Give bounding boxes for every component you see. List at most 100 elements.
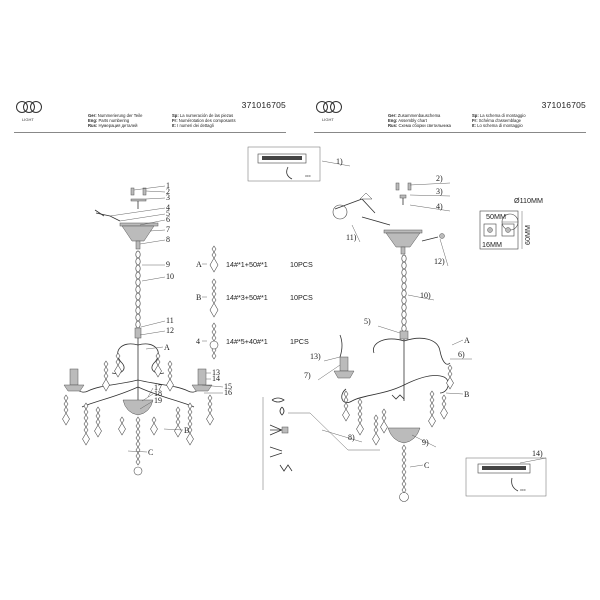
svg-text:LIGHT: LIGHT: [22, 117, 34, 122]
svg-text:OFF: OFF: [305, 174, 311, 178]
crystal-bead: [135, 440, 141, 448]
legend-text: I numeri dei dettagli: [175, 123, 214, 129]
assembly-body: [333, 330, 451, 444]
legend-text: Parts numbering: [97, 118, 130, 124]
crystal-ball: [209, 340, 219, 350]
callout-8: 8): [348, 433, 355, 442]
top-hardware: [94, 187, 159, 250]
leader-line: [139, 239, 166, 245]
crystal-bead: [211, 278, 217, 286]
legend-entry: Rus: Нумерация деталей: [88, 123, 170, 128]
leader-line: [163, 428, 184, 431]
leader-line: [140, 320, 166, 328]
legend-text: Numérotation des composants: [177, 118, 236, 124]
product-code: 371016705: [241, 100, 286, 110]
crystal-bead: [211, 334, 217, 342]
leader-line: [439, 238, 449, 267]
chain-link: [135, 313, 141, 322]
callout-12: 12: [166, 326, 174, 335]
crystal-bead: [135, 434, 141, 442]
crystal-bead: [401, 480, 407, 488]
crystal-bead: [429, 396, 435, 404]
leader-line: [409, 464, 424, 468]
crystal-bead: [135, 452, 141, 460]
crystal-bead: [151, 416, 157, 424]
crystal-bead: [429, 390, 435, 398]
crystal-bead: [447, 370, 453, 378]
dim-diameter: Ø110MM: [514, 196, 543, 205]
chain-link: [401, 289, 407, 298]
callout-12: 12): [434, 257, 445, 266]
part-id-A: A: [196, 260, 202, 269]
crystal-bead: [401, 444, 407, 452]
leader-line: [145, 197, 166, 200]
callout-4: 4): [436, 202, 443, 211]
inset-ceiling-connector: OFF: [247, 146, 321, 182]
crystal-drop: [102, 378, 110, 392]
callout-10: 10: [166, 272, 174, 281]
crystal-bead: [429, 408, 435, 416]
crystal-drop: [380, 420, 388, 434]
legend-text: Zusammenbauschema: [396, 113, 441, 118]
legend-entry: Ger: Zusammenbauschema: [388, 113, 470, 118]
crystal-bead: [175, 406, 181, 414]
part-qty: 1PCS: [290, 337, 309, 346]
crystal-drop: [356, 422, 364, 436]
chain-link: [135, 264, 141, 273]
crystal-bead: [83, 420, 89, 428]
crystal-bead: [211, 328, 217, 336]
chain-link: [401, 296, 407, 305]
crystal-bead: [135, 446, 141, 454]
letter-B: B: [464, 390, 469, 399]
crystal-bead: [211, 251, 217, 259]
crystal-bead: [103, 366, 109, 374]
crystal-bead: [103, 372, 109, 380]
crystal-bead: [135, 458, 141, 466]
inset-terminal-block: OFF: [465, 457, 547, 497]
legend-lang: Ger:: [88, 113, 97, 118]
leader-line: [149, 229, 166, 232]
crystal-bead: [95, 418, 101, 426]
crystal-bead: [401, 450, 407, 458]
crystal-bead: [357, 410, 363, 418]
callout-14: 14: [212, 374, 220, 383]
letter-A: A: [164, 343, 170, 352]
crystal-bead: [207, 400, 213, 408]
part-spec: 14#*5+40#*1: [226, 337, 268, 346]
legend-entry: Ger: Nummerierung der Teile: [88, 113, 170, 118]
leader-line: [133, 185, 166, 191]
letter-A: A: [464, 336, 470, 345]
legend-text: Схема сборки светильника: [397, 123, 451, 129]
chain-link: [135, 285, 141, 294]
parts-numbering-panel: LIGHT 371016705 Ger: Nummerierung der Te…: [0, 95, 313, 520]
crystal-drop: [209, 302, 219, 318]
leader-line: [119, 213, 166, 222]
crystal-bead: [401, 462, 407, 470]
part-id-B: B: [196, 293, 201, 302]
leader-line: [139, 400, 154, 410]
crystal-bead: [211, 296, 217, 304]
chain-link: [401, 268, 407, 277]
crystal-bead: [83, 402, 89, 410]
crystal-bead: [187, 414, 193, 422]
leader-line: [409, 204, 451, 212]
leader-line: [321, 160, 351, 167]
chain-link: [401, 261, 407, 270]
leader-line: [377, 325, 401, 334]
crystal-drop: [166, 378, 174, 392]
callout-14: 14): [532, 449, 543, 458]
leader-line: [127, 450, 148, 453]
crystal-bead: [373, 426, 379, 434]
callout-2: 2): [436, 174, 443, 183]
legend-lang: Sp:: [172, 113, 179, 118]
crystal-bead: [429, 402, 435, 410]
chain-link: [401, 282, 407, 291]
crystal-bead: [175, 418, 181, 426]
leader-line: [519, 457, 547, 464]
callout-leaders: [317, 160, 547, 468]
callout-numbers: 1)2)3)4)5)6)7)8)9)10)11)12)13)14): [304, 157, 543, 458]
crystal-bead: [401, 474, 407, 482]
